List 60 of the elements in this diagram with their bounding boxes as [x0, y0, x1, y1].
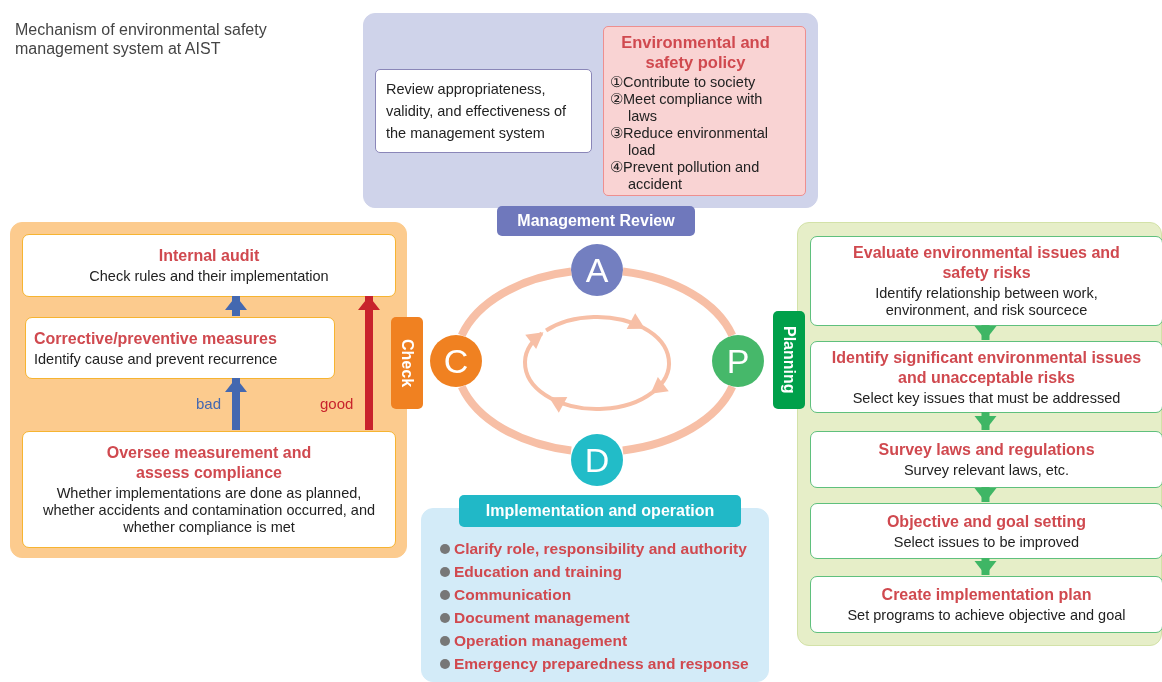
arrow [974, 487, 997, 502]
list-item: Emergency preparedness and response [454, 655, 749, 672]
policy-item: ④Prevent pollution and accident [610, 159, 761, 193]
arrow [225, 378, 247, 430]
review-box [375, 69, 592, 153]
step-description: Whether implementations are done as planned, whether accidents and contamination occurred, and whether compliance is met [41, 485, 377, 536]
diagram-title: Mechanism of environmental safety management system at AIST [15, 20, 268, 58]
step-description: Set programs to achieve objective and goal [846, 607, 1127, 624]
step-title: Corrective/preventive measures [34, 328, 278, 349]
phase-circle: P [712, 335, 764, 387]
list-item: Communication [454, 586, 572, 603]
step-description: Identify cause and prevent recurrence [34, 350, 279, 368]
step-box [22, 431, 396, 548]
step-description: Select issues to be improved [892, 533, 1081, 551]
policy-item: ③Reduce environmental load [610, 125, 770, 159]
step-title: Internal audit [157, 246, 261, 266]
arrow [974, 412, 997, 430]
step-title: Evaluate environmental issues and safety risks [852, 243, 1121, 283]
step-description: Check rules and their implementation [88, 268, 330, 285]
list-item: Operation management [454, 632, 628, 649]
cycle-ring-segment [622, 267, 736, 338]
arrow [974, 558, 997, 575]
cycle-ring-segment [622, 384, 736, 455]
edge-label: bad [196, 395, 222, 412]
section-tab: Planning [773, 311, 805, 409]
arrow [225, 296, 247, 316]
phase-circle: D [571, 434, 623, 486]
step-title: Identify significant environmental issues and unacceptable risks [830, 347, 1143, 388]
step-box [810, 503, 1162, 559]
section-tab: Implementation and operation [459, 495, 741, 527]
list-item: Clarify role, responsibility and authority [454, 540, 747, 557]
policy-item: ②Meet compliance with laws [610, 91, 764, 125]
cycle-ring-segment [458, 267, 572, 338]
policy-item: ①Contribute to society [610, 74, 757, 91]
step-title: Survey laws and regulations [877, 440, 1096, 460]
phase-circle: C [430, 335, 482, 387]
review-text: Review appropriateness, validity, and effectiveness of the management system [386, 80, 567, 143]
edge-label: good [320, 395, 354, 412]
policy-title: Environmental and safety policy [620, 32, 771, 72]
list-item: Education and training [454, 563, 622, 580]
step-title: Oversee measurement and assess compliance [105, 443, 313, 483]
step-box [810, 341, 1162, 413]
step-box [810, 236, 1162, 326]
arrow [974, 325, 997, 340]
step-box [810, 576, 1162, 633]
phase-circle: A [571, 244, 623, 296]
step-description: Select key issues that must be addressed [851, 389, 1122, 407]
step-title: Create implementation plan [880, 585, 1093, 605]
list-item: Document management [454, 609, 630, 626]
section-tab: Management Review [497, 206, 695, 236]
step-description: Survey relevant laws, etc. [902, 462, 1071, 479]
step-box [22, 234, 396, 297]
arrow [358, 296, 380, 430]
policy-box [603, 26, 806, 196]
step-description: Identify relationship between work, environment, and risk sourcece [874, 285, 1099, 319]
section-tab: Check [391, 317, 423, 409]
step-box [810, 431, 1162, 488]
step-title: Objective and goal setting [885, 511, 1088, 532]
cycle-ring-segment [458, 384, 572, 455]
step-box [25, 317, 335, 379]
